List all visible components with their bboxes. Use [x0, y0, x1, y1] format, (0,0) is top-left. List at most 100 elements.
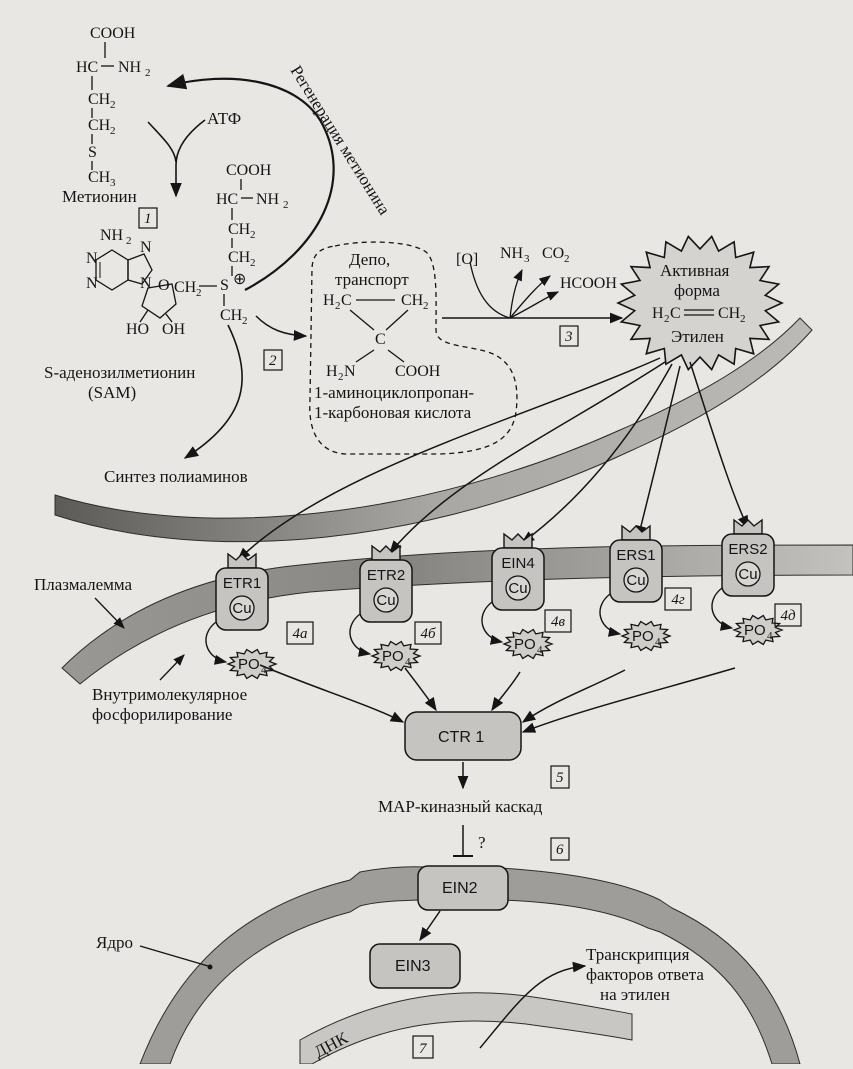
svg-text:N: N — [86, 275, 98, 292]
svg-text:COOH: COOH — [395, 363, 441, 380]
svg-text:CH: CH — [228, 221, 251, 238]
step-label-s4v: 4в — [551, 614, 566, 630]
receptor-name: ETR2 — [367, 567, 405, 584]
step-1-box — [138, 207, 158, 229]
ein2-to-ein3-arrow — [419, 910, 441, 942]
svg-text:NH: NH — [118, 59, 142, 76]
svg-text:CH: CH — [220, 307, 243, 324]
svg-text:2: 2 — [126, 235, 132, 247]
svg-text:2: 2 — [250, 229, 256, 241]
step-7-box — [412, 1035, 434, 1059]
svg-text:N: N — [86, 250, 98, 267]
receptor-name: EIN4 — [501, 555, 534, 572]
step-box-s4d — [774, 603, 802, 627]
svg-text:C: C — [375, 331, 386, 348]
step-5-box — [550, 765, 570, 789]
phosphate-subscript: 4 — [655, 636, 661, 648]
step-3-box — [559, 325, 579, 347]
svg-text:CH: CH — [718, 305, 741, 322]
svg-text:S: S — [220, 277, 229, 294]
intramolecular-label-line1: Внутримолекулярное — [92, 685, 247, 704]
phosphate-starburst — [732, 614, 784, 646]
sam-label-abbr: (SAM) — [88, 383, 136, 402]
upper-membrane — [54, 317, 813, 543]
svg-text:OH: OH — [162, 321, 186, 338]
sam-to-acc-arrow — [255, 315, 308, 341]
phosphorylation-arrow — [481, 601, 504, 645]
ctr1-box — [404, 711, 522, 761]
svg-text:N: N — [344, 363, 356, 380]
step-7-label: 7 — [419, 1041, 428, 1057]
receptor-binding-site — [733, 518, 763, 535]
phosphate-label: PO — [514, 636, 536, 653]
svg-text:Активная: Активная — [660, 261, 730, 280]
step-box-s4b — [414, 621, 442, 645]
svg-text:2: 2 — [145, 67, 151, 79]
phosphorylation-arrow — [711, 587, 734, 631]
atp-label: АТФ — [207, 109, 241, 128]
svg-text:CH: CH — [88, 169, 111, 186]
phosphate-subscript: 4 — [261, 664, 267, 676]
copper-label: Cu — [738, 566, 757, 583]
phosphate-label: PO — [632, 628, 654, 645]
svg-text:S: S — [88, 144, 97, 161]
svg-text:HCOOH: HCOOH — [560, 275, 617, 292]
ctr1-label: CTR 1 — [438, 729, 484, 746]
step-box-s4g — [664, 587, 692, 611]
acc-structure: Депо, транспорт H 2 C CH 2 C H 2 N COOH … — [314, 250, 474, 422]
copper-site — [373, 587, 399, 613]
receptor-binding-site — [371, 544, 401, 561]
po4-1-to-ctr1-arrow — [259, 664, 405, 723]
svg-text:CH: CH — [88, 117, 111, 134]
regeneration-arrow — [166, 73, 335, 291]
svg-text:C: C — [670, 305, 681, 322]
svg-text:HC: HC — [216, 191, 238, 208]
step-label-s4b: 4б — [420, 626, 436, 642]
nucleus-label: Ядро — [96, 933, 133, 952]
svg-text:H: H — [326, 363, 338, 380]
polyamine-arrow — [183, 324, 243, 459]
plasmalemma-pointer — [94, 597, 125, 629]
receptor-binding-site — [227, 552, 257, 569]
copper-label: Cu — [508, 580, 527, 597]
step-2-label: 2 — [269, 353, 277, 369]
svg-text:3: 3 — [524, 253, 530, 265]
copper-site — [229, 595, 255, 621]
receptor-name: ERS1 — [616, 547, 655, 564]
svg-text:2: 2 — [740, 313, 746, 325]
svg-text:O: O — [158, 277, 170, 294]
plasmalemma-label: Плазмалемма — [34, 575, 133, 594]
ein3-label: EIN3 — [395, 958, 431, 975]
step-3-label: 3 — [564, 329, 573, 345]
svg-text:NH: NH — [100, 227, 124, 244]
svg-text:CH: CH — [88, 91, 111, 108]
po4-3-to-ctr1-arrow — [491, 671, 521, 712]
receptor-binding-site — [621, 524, 651, 541]
svg-text:транспорт: транспорт — [335, 270, 409, 289]
step-box-s4v — [544, 609, 572, 633]
intramolecular-label-line2: фосфорилирование — [92, 705, 232, 724]
svg-text:2: 2 — [110, 125, 116, 137]
svg-text:COOH: COOH — [90, 25, 136, 42]
methionine-structure: COOH HC NH 2 CH 2 CH 2 S CH 3 Метионин — [62, 25, 151, 206]
svg-text:2: 2 — [250, 257, 256, 269]
step-label-s4d: 4д — [780, 608, 796, 624]
ethylene-to-ein4-arrow — [520, 363, 673, 544]
nucleus-pointer — [139, 945, 209, 967]
po4-5-to-ctr1-arrow — [521, 667, 736, 733]
receptor-name: ETR1 — [223, 575, 261, 592]
phosphorylation-arrow — [349, 613, 372, 657]
svg-text:C: C — [341, 292, 352, 309]
copper-label: Cu — [626, 572, 645, 589]
ethylene-to-ers1-arrow — [635, 365, 681, 540]
svg-text:3: 3 — [110, 177, 116, 189]
oxygen-input-curve — [469, 261, 511, 319]
transcription-arrow — [479, 961, 587, 1049]
svg-text:COOH: COOH — [226, 162, 272, 179]
phosphate-subscript: 4 — [537, 644, 543, 656]
phosphate-subscript: 4 — [405, 656, 411, 668]
copper-site — [623, 567, 649, 593]
